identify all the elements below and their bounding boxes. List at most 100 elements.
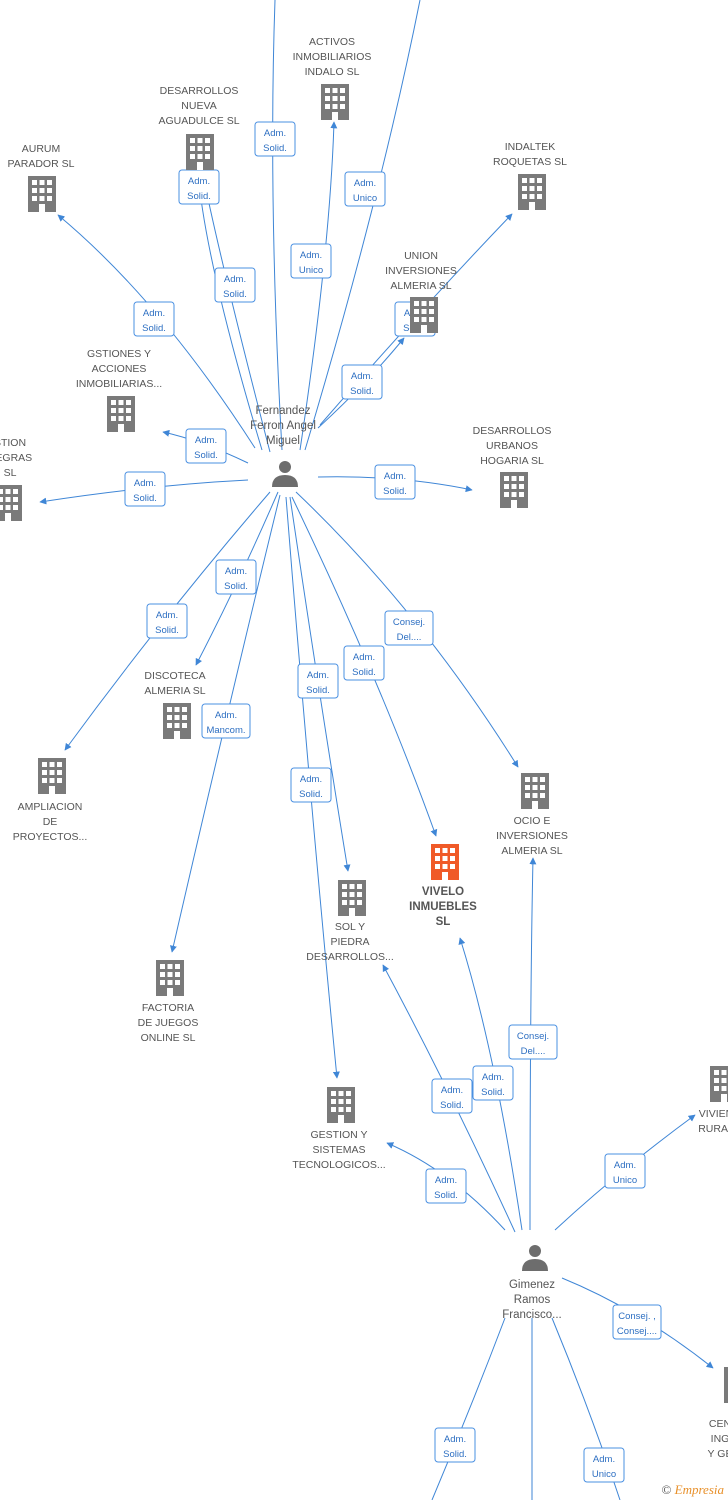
edge-label-line: Solid. — [443, 1449, 467, 1460]
company-label-line: NEGRAS — [0, 452, 32, 464]
edge-label[interactable]: Adm.Solid. — [215, 559, 257, 595]
person-node-p2[interactable]: GimenezRamosFrancisco... — [502, 1245, 562, 1321]
edge-label-line: Solid. — [194, 450, 218, 461]
edge-label[interactable]: Adm.Unico — [604, 1153, 646, 1189]
company-label-line: SISTEMAS — [312, 1144, 365, 1156]
edge-label-box — [214, 267, 256, 303]
edge-label[interactable]: Adm.Mancom. — [201, 703, 251, 739]
company-node-gstiones[interactable]: GSTIONES YACCIONESINMOBILIARIAS... — [76, 348, 162, 432]
company-node-discoteca[interactable]: DISCOTECA ALMERIA SL — [144, 670, 206, 739]
edge-label-line: Solid. — [224, 581, 248, 592]
edge-label-line: Del.... — [397, 632, 422, 643]
copyright-footer[interactable]: © Empresia — [659, 1482, 726, 1498]
company-label-line: ING — [711, 1433, 728, 1445]
building-icon — [28, 176, 56, 212]
copyright-symbol: © — [661, 1482, 672, 1497]
company-label-line: PROYECTOS... — [13, 831, 88, 843]
company-label-line: DISCOTECA — [144, 670, 205, 682]
edge-label-line: Adm. — [143, 308, 165, 319]
edge-label-line: Adm. — [482, 1072, 504, 1083]
edge-label-line: Solid. — [133, 493, 157, 504]
edge-label-box — [384, 610, 434, 646]
edge-label[interactable]: Adm.Solid. — [185, 428, 227, 464]
edge-label-box — [343, 645, 385, 681]
edge-label[interactable]: Adm.Unico — [344, 171, 386, 207]
edge-label[interactable]: Adm.Solid. — [343, 645, 385, 681]
company-label-line: PIEDRA — [330, 936, 369, 948]
building-icon — [327, 1087, 355, 1123]
edge-label[interactable]: Adm.Solid. — [374, 464, 416, 500]
company-label-line: ALMERIA SL — [144, 685, 205, 697]
edge-label-line: Adm. — [300, 250, 322, 261]
edge-label[interactable]: Adm.Solid. — [297, 663, 339, 699]
building-icon — [710, 1066, 728, 1102]
company-label-line: UNION — [404, 250, 438, 262]
building-icon — [500, 472, 528, 508]
edge-label-line: Consej. — [517, 1031, 549, 1042]
company-label-line: AMPLIACION — [18, 801, 83, 813]
edge-label-box — [472, 1065, 514, 1101]
person-label-line: Ferron Angel — [250, 420, 316, 432]
company-node-solpiedra[interactable]: SOL YPIEDRADESARROLLOS... — [306, 880, 394, 963]
building-icon — [38, 758, 66, 794]
edge-label[interactable]: Adm.Unico — [290, 243, 332, 279]
edge-label-line: Adm. — [354, 178, 376, 189]
company-node-gestionnegras[interactable]: STIONNEGRASSL — [0, 437, 32, 521]
edge-label[interactable]: Adm.Solid. — [214, 267, 256, 303]
edge-label-box — [374, 464, 416, 500]
edge-label-box — [344, 171, 386, 207]
edge-label[interactable]: Adm.Solid. — [254, 121, 296, 157]
edge-label[interactable]: Adm.Solid. — [472, 1065, 514, 1101]
company-label-line: SL — [436, 916, 451, 928]
edge-label-line: Solid. — [350, 386, 374, 397]
edge-label[interactable]: Adm.Solid. — [434, 1427, 476, 1463]
edge-p1-desnueva — [195, 171, 263, 451]
building-icon — [518, 174, 546, 210]
edge-label[interactable]: Adm.Solid. — [290, 767, 332, 803]
edge-label-line: Adm. — [441, 1085, 463, 1096]
company-label-line: INDALTEK — [505, 141, 556, 153]
company-node-viviendas[interactable]: VIVIENRURAL — [698, 1066, 728, 1135]
edge-label-line: Adm. — [134, 478, 156, 489]
edge-label[interactable]: Consej.Del.... — [508, 1024, 558, 1060]
edge-label[interactable]: Consej. Del.... — [384, 610, 434, 646]
edge-label[interactable]: Adm. Solid. — [133, 301, 175, 337]
edge-label-line: Solid. — [223, 289, 247, 300]
edge-label[interactable]: Adm.Solid. — [431, 1078, 473, 1114]
company-node-ampliacion[interactable]: AMPLIACIONDEPROYECTOS... — [13, 758, 88, 843]
edge-label-line: Adm. — [614, 1160, 636, 1171]
edge-label[interactable]: Adm.Unico — [583, 1447, 625, 1483]
building-icon — [107, 396, 135, 432]
company-node-gestionsis[interactable]: GESTION YSISTEMASTECNOLOGICOS... — [292, 1087, 386, 1171]
edge-label[interactable]: Adm.Solid. — [146, 603, 188, 639]
edge-label-line: Mancom. — [206, 725, 245, 736]
person-label-line: Ramos — [514, 1294, 551, 1306]
edge-p1-activos — [299, 121, 338, 451]
edge-label-box — [178, 169, 220, 205]
company-label-line: ACTIVOS — [309, 36, 355, 48]
edge-label[interactable]: Consej. ,Consej.... — [612, 1304, 662, 1340]
company-label-line: FACTORIA — [142, 1002, 194, 1014]
edge-label[interactable]: Adm.Solid. — [178, 169, 220, 205]
edge-label-box — [146, 603, 188, 639]
edge-label[interactable]: Adm. Solid. — [124, 471, 166, 507]
edge-label[interactable]: Adm.Solid. — [341, 364, 383, 400]
edge-label[interactable]: Adm.Solid. — [425, 1168, 467, 1204]
edge-label-line: Solid. — [142, 323, 166, 334]
edge-label-line: Adm. — [384, 471, 406, 482]
edge-label-line: Consej. — [393, 617, 425, 628]
building-icon — [321, 84, 349, 120]
edge-label-line: Unico — [592, 1469, 616, 1480]
